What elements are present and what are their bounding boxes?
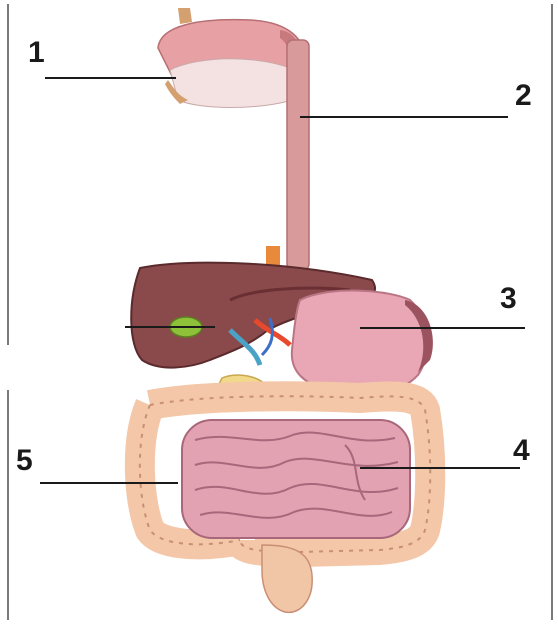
label-3: 3 <box>500 282 517 315</box>
stomach <box>292 291 433 395</box>
label-1: 1 <box>28 36 45 69</box>
label-4: 4 <box>513 434 530 467</box>
mouth <box>158 8 305 108</box>
small-intestine <box>182 420 410 538</box>
label-2: 2 <box>515 79 532 112</box>
label-5: 5 <box>16 444 33 477</box>
